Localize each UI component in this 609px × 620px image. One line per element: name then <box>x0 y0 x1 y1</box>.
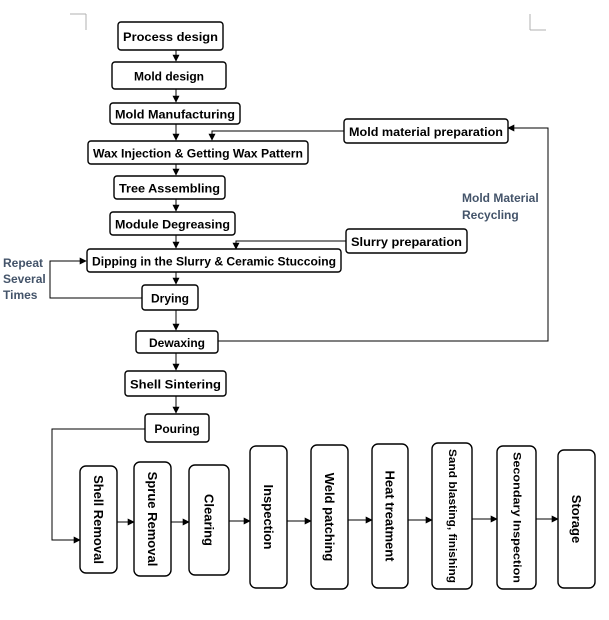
node-dipping: Dipping in the Slurry & Ceramic Stuccoin… <box>86 248 342 273</box>
node-slurry-preparation: Slurry preparation <box>345 228 468 254</box>
node-box <box>117 21 224 51</box>
node-box <box>109 102 241 125</box>
node-box <box>345 228 468 254</box>
node-label: Shell Sintering <box>130 378 221 392</box>
node-box <box>79 465 118 574</box>
node-box <box>343 118 509 144</box>
node-box <box>141 284 199 311</box>
node-drying: Drying <box>141 284 199 311</box>
node-heat-treatment: Heat treatment <box>371 443 409 589</box>
node-label: Pouring <box>154 422 199 436</box>
edge-slurry-to-dipping <box>232 240 346 250</box>
node-label: Wax Injection & Getting Wax Pattern <box>93 147 303 161</box>
node-label: Tree Assembling <box>119 182 220 196</box>
node-sprue-removal: Sprue Removal <box>133 461 172 577</box>
node-label: Shell Removal <box>91 475 106 564</box>
node-box <box>111 61 227 90</box>
node-label: Dipping in the Slurry & Ceramic Stuccoin… <box>92 255 336 269</box>
node-label: Clearing <box>202 494 217 546</box>
page-corner-mark-left <box>70 13 87 30</box>
edge-mold-material-to-wax <box>208 130 344 141</box>
node-label: Sand blasting, finishing <box>446 449 458 583</box>
recycling-annotation-line: Mold Material <box>462 191 539 205</box>
node-label: Slurry preparation <box>351 235 462 249</box>
node-label: Drying <box>151 292 189 306</box>
node-box <box>133 461 172 577</box>
node-box <box>371 443 409 589</box>
recycling-annotation-line: Recycling <box>462 208 519 222</box>
node-box <box>135 330 219 354</box>
node-label: Weld patching <box>322 473 337 562</box>
node-mold-manufacturing: Mold Manufacturing <box>109 102 241 125</box>
edge-repeat-loop <box>49 257 142 299</box>
node-box <box>113 175 226 200</box>
node-dewaxing: Dewaxing <box>135 330 219 354</box>
page-corner-mark-right <box>529 14 546 31</box>
node-box <box>124 370 227 397</box>
node-label: Heat treatment <box>383 470 398 562</box>
node-process-design: Process design <box>117 21 224 51</box>
node-label: Dewaxing <box>149 336 205 350</box>
node-label: Process design <box>123 30 218 44</box>
node-storage: Storage <box>557 449 596 589</box>
node-shell-removal: Shell Removal <box>79 465 118 574</box>
node-label: Inspection <box>261 484 276 549</box>
edge-recycling-loop <box>218 124 549 342</box>
node-tree-assembling: Tree Assembling <box>113 175 226 200</box>
node-box <box>431 442 473 590</box>
node-label: Storage <box>569 495 584 543</box>
node-secondary-inspection: Secondary Inspection <box>496 445 537 590</box>
node-box <box>144 413 210 443</box>
node-shell-sintering: Shell Sintering <box>124 370 227 397</box>
node-inspection: Inspection <box>249 445 288 589</box>
node-module-degreasing: Module Degreasing <box>109 211 236 236</box>
node-label: Mold material preparation <box>349 125 503 139</box>
node-mold-design: Mold design <box>111 61 227 90</box>
node-box <box>86 248 342 273</box>
node-label: Module Degreasing <box>115 218 230 232</box>
node-label: Mold Manufacturing <box>115 108 235 122</box>
node-label: Mold design <box>134 70 204 84</box>
repeat-annotation-line: Times <box>3 288 38 302</box>
repeat-annotation-line: Several <box>3 272 46 286</box>
flow-connectors <box>49 50 559 544</box>
node-clearing: Clearing <box>188 464 230 576</box>
node-box <box>188 464 230 576</box>
node-wax-injection: Wax Injection & Getting Wax Pattern <box>87 140 309 165</box>
node-sand-blasting: Sand blasting, finishing <box>431 442 473 590</box>
node-box <box>310 444 349 590</box>
node-box <box>557 449 596 589</box>
node-box <box>87 140 309 165</box>
node-label: Sprue Removal <box>145 472 160 567</box>
node-box <box>109 211 236 236</box>
repeat-annotation-line: Repeat <box>3 256 43 270</box>
node-weld-patching: Weld patching <box>310 444 349 590</box>
node-label: Secondary Inspection <box>511 452 523 583</box>
node-box <box>249 445 288 589</box>
edge-pouring-to-shell-removal <box>51 428 145 544</box>
node-box <box>496 445 537 590</box>
node-mold-material-preparation: Mold material preparation <box>343 118 509 144</box>
node-pouring: Pouring <box>144 413 210 443</box>
